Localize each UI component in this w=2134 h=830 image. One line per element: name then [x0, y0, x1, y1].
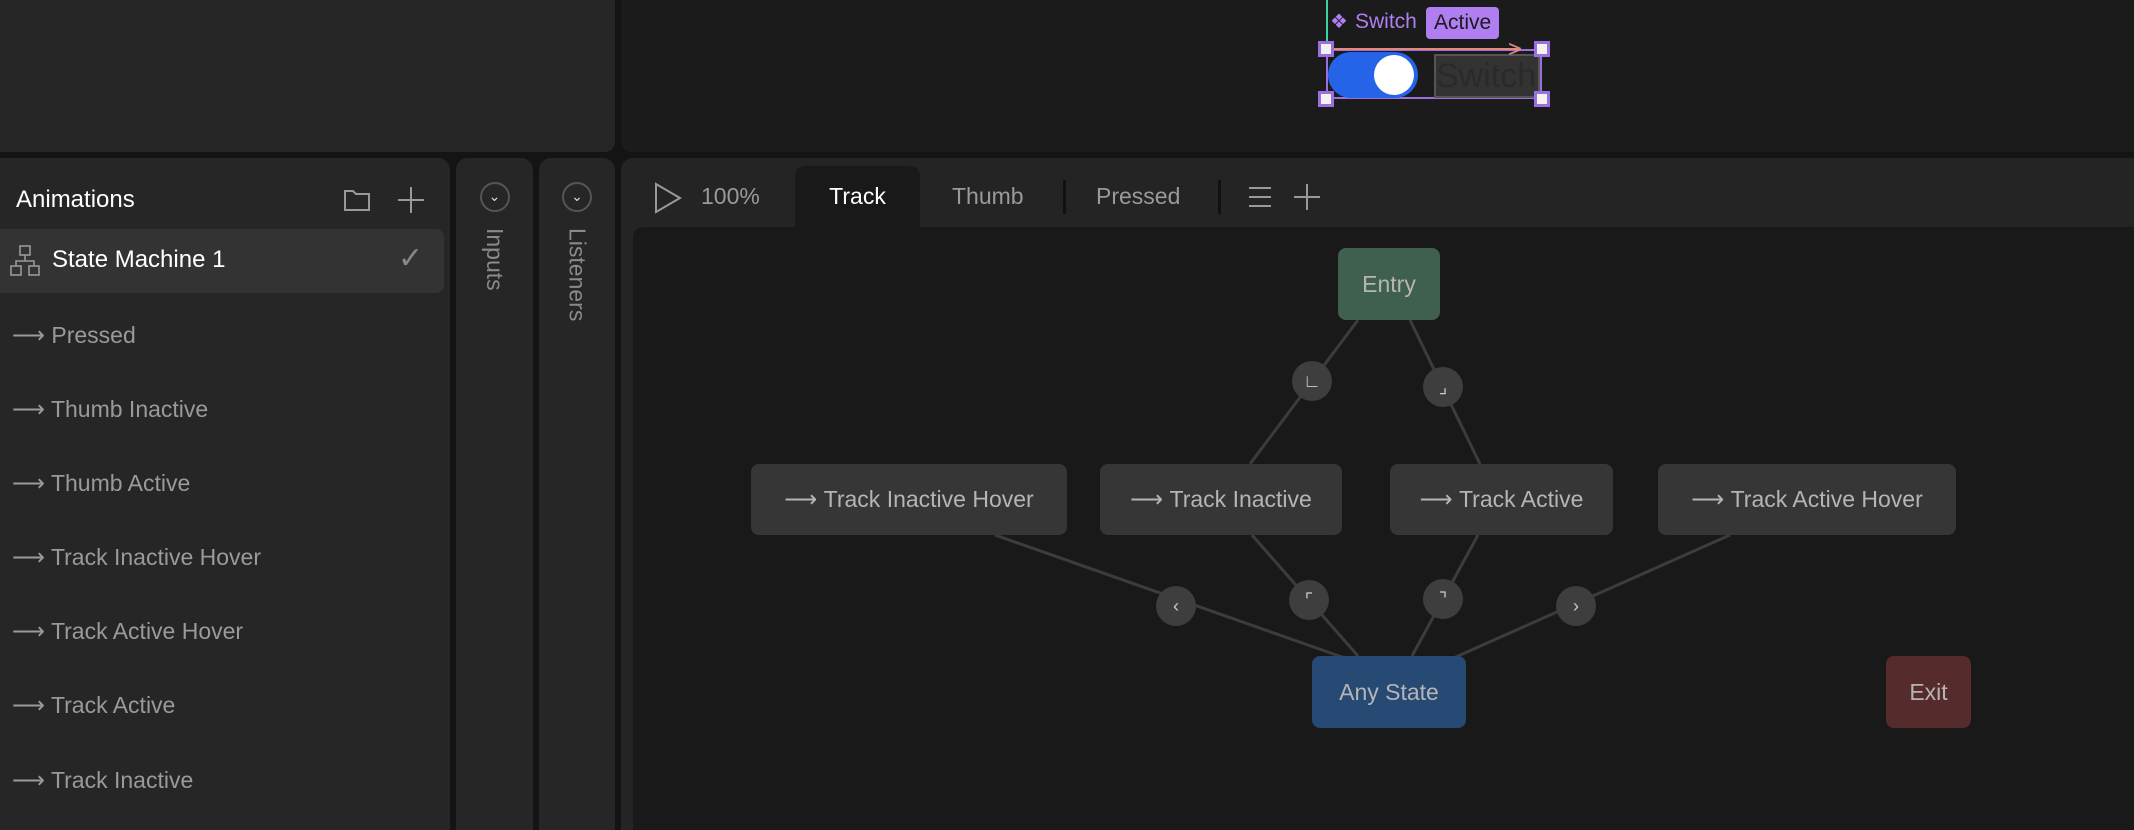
check-icon: ✓ [398, 242, 424, 275]
component-label: Switch [1355, 10, 1417, 33]
transition-arrow-icon[interactable]: ∟ [1292, 361, 1332, 401]
arrow-icon: ⟶ [784, 486, 824, 512]
state-node[interactable]: ⟶ Track Active [1390, 464, 1613, 535]
folder-icon[interactable] [343, 188, 371, 212]
state-node[interactable]: ⟶ Track Inactive Hover [751, 464, 1067, 535]
arrow-icon: ⟶ [12, 544, 51, 570]
animation-item[interactable]: ⟶ Track Inactive [12, 767, 194, 793]
exit-node[interactable]: Exit [1886, 656, 1971, 728]
animations-panel: Animations State Machine 1 ✓ ⟶ Pressed ⟶… [0, 158, 450, 830]
arrow-icon: ⟶ [12, 618, 51, 644]
transition-arrow-icon[interactable]: ⌟ [1423, 367, 1463, 407]
listeners-column[interactable]: ⌄ Listeners [539, 158, 615, 830]
arrow-icon: ⟶ [1130, 486, 1170, 512]
transition-arrow-icon[interactable]: ⌝ [1423, 579, 1463, 619]
arrow-head: > [1508, 36, 1523, 63]
state-node[interactable]: ⟶ Track Inactive [1100, 464, 1342, 535]
guide-line [1326, 0, 1328, 50]
transition-arrow-icon[interactable]: ‹ [1156, 586, 1196, 626]
zoom-level[interactable]: 100% [701, 183, 760, 209]
arrow-icon: ⟶ [1419, 486, 1459, 512]
state-machine-icon [10, 245, 40, 276]
arrow-icon: ⟶ [12, 396, 51, 422]
arrow-icon: ⟶ [1691, 486, 1731, 512]
transition-arrow [1330, 48, 1520, 50]
panel-title: Animations [16, 186, 135, 213]
chevron-down-icon[interactable]: ⌄ [479, 182, 510, 212]
inputs-column[interactable]: ⌄ Inputs [456, 158, 533, 830]
selection-box[interactable] [1326, 49, 1542, 99]
arrow-icon: ⟶ [12, 322, 52, 348]
any-state-node[interactable]: Any State [1312, 656, 1466, 728]
state-machine-row[interactable]: State Machine 1 ✓ [0, 229, 444, 293]
add-layer-icon[interactable] [1293, 183, 1321, 211]
state-badge: Active [1426, 7, 1500, 39]
state-machine-label: State Machine 1 [52, 246, 226, 273]
state-node[interactable]: ⟶ Track Active Hover [1658, 464, 1956, 535]
animation-item[interactable]: ⟶ Pressed [12, 322, 136, 348]
resize-handle[interactable] [1318, 91, 1334, 107]
inputs-label: Inputs [482, 228, 508, 291]
listeners-label: Listeners [564, 228, 591, 322]
animation-item[interactable]: ⟶ Track Inactive Hover [12, 544, 261, 570]
arrow-icon: ⟶ [12, 470, 51, 496]
tab-track[interactable]: Track [795, 166, 920, 227]
tab-divider [1063, 180, 1066, 214]
switch-text: Switch [1434, 54, 1540, 98]
transition-arrow-icon[interactable]: › [1556, 586, 1596, 626]
resize-handle[interactable] [1534, 91, 1550, 107]
animation-item[interactable]: ⟶ Track Active [12, 692, 176, 718]
animation-item[interactable]: ⟶ Thumb Active [12, 470, 191, 496]
entry-node[interactable]: Entry [1338, 248, 1440, 320]
resize-handle[interactable] [1318, 41, 1334, 57]
arrow-icon: ⟶ [12, 692, 51, 718]
animation-item[interactable]: ⟶ Track Active Hover [12, 618, 244, 644]
animation-item[interactable]: ⟶ Thumb Inactive [12, 396, 209, 422]
tab-thumb[interactable]: Thumb [952, 183, 1024, 209]
add-icon[interactable] [397, 186, 425, 214]
tab-pressed[interactable]: Pressed [1096, 183, 1181, 209]
arrow-icon: ⟶ [12, 767, 51, 793]
top-left-panel [0, 0, 615, 152]
chevron-down-icon[interactable]: ⌄ [562, 182, 592, 212]
transition-arrow-icon[interactable]: ⌜ [1289, 580, 1329, 620]
resize-handle[interactable] [1534, 41, 1550, 57]
toggle-thumb [1374, 55, 1414, 95]
toggle-switch[interactable] [1328, 52, 1418, 98]
component-icon: ❖ [1330, 11, 1348, 33]
menu-icon[interactable] [1248, 186, 1272, 208]
tab-divider [1218, 180, 1221, 214]
play-icon[interactable] [654, 182, 682, 214]
